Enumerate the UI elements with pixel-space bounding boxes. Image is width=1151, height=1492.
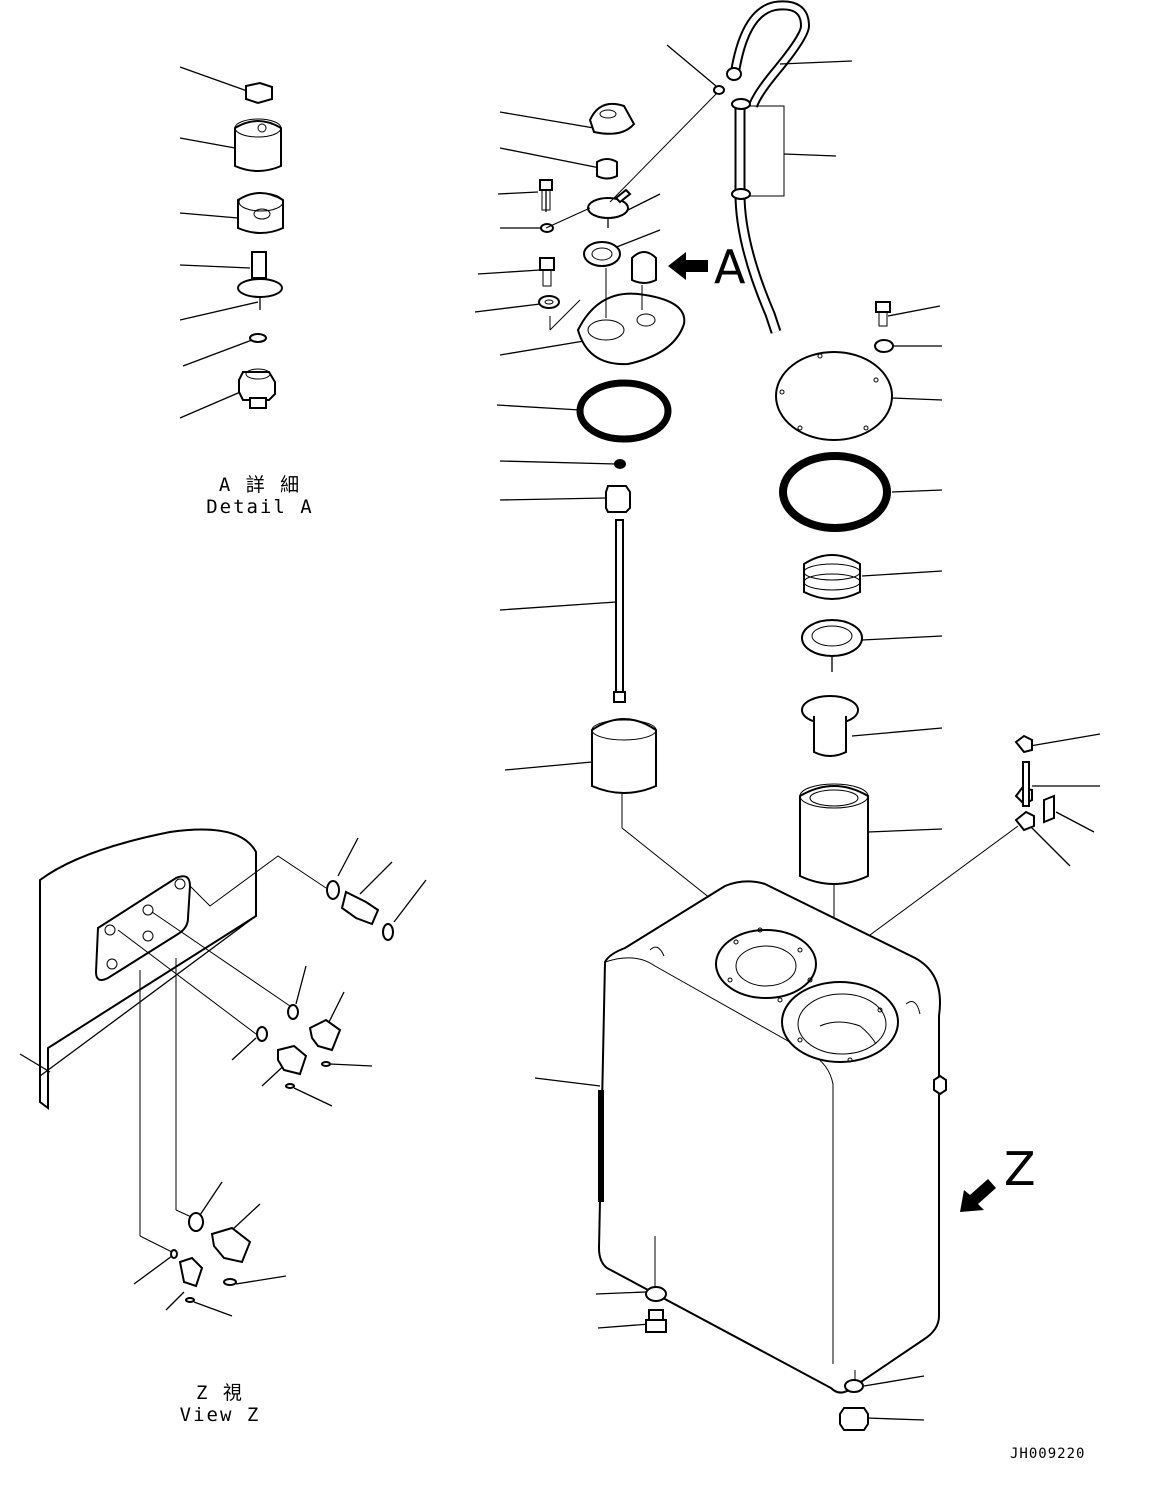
breather-hose [666, 0, 853, 334]
view-z-assembly [19, 828, 427, 1317]
detail-a-caption-jp: A 詳 細 [218, 474, 302, 496]
detail-a-caption-en: Detail A [206, 496, 314, 518]
marker-a: A [714, 240, 746, 294]
right-column-parts [775, 301, 943, 1000]
view-z-caption-jp: Z 視 [196, 1382, 244, 1404]
drawing-code: JH009220 [1010, 1446, 1086, 1462]
hydraulic-tank [534, 880, 947, 1431]
arrow-a [668, 252, 708, 280]
detail-a-assembly [179, 66, 284, 419]
arrow-z [960, 1179, 996, 1212]
marker-z: Z [1004, 1142, 1036, 1196]
large-gasket-and-gauge [496, 379, 766, 943]
view-z-caption-en: View Z [179, 1404, 261, 1426]
small-fittings-right [835, 733, 1101, 961]
filler-cap-assembly [474, 89, 721, 366]
